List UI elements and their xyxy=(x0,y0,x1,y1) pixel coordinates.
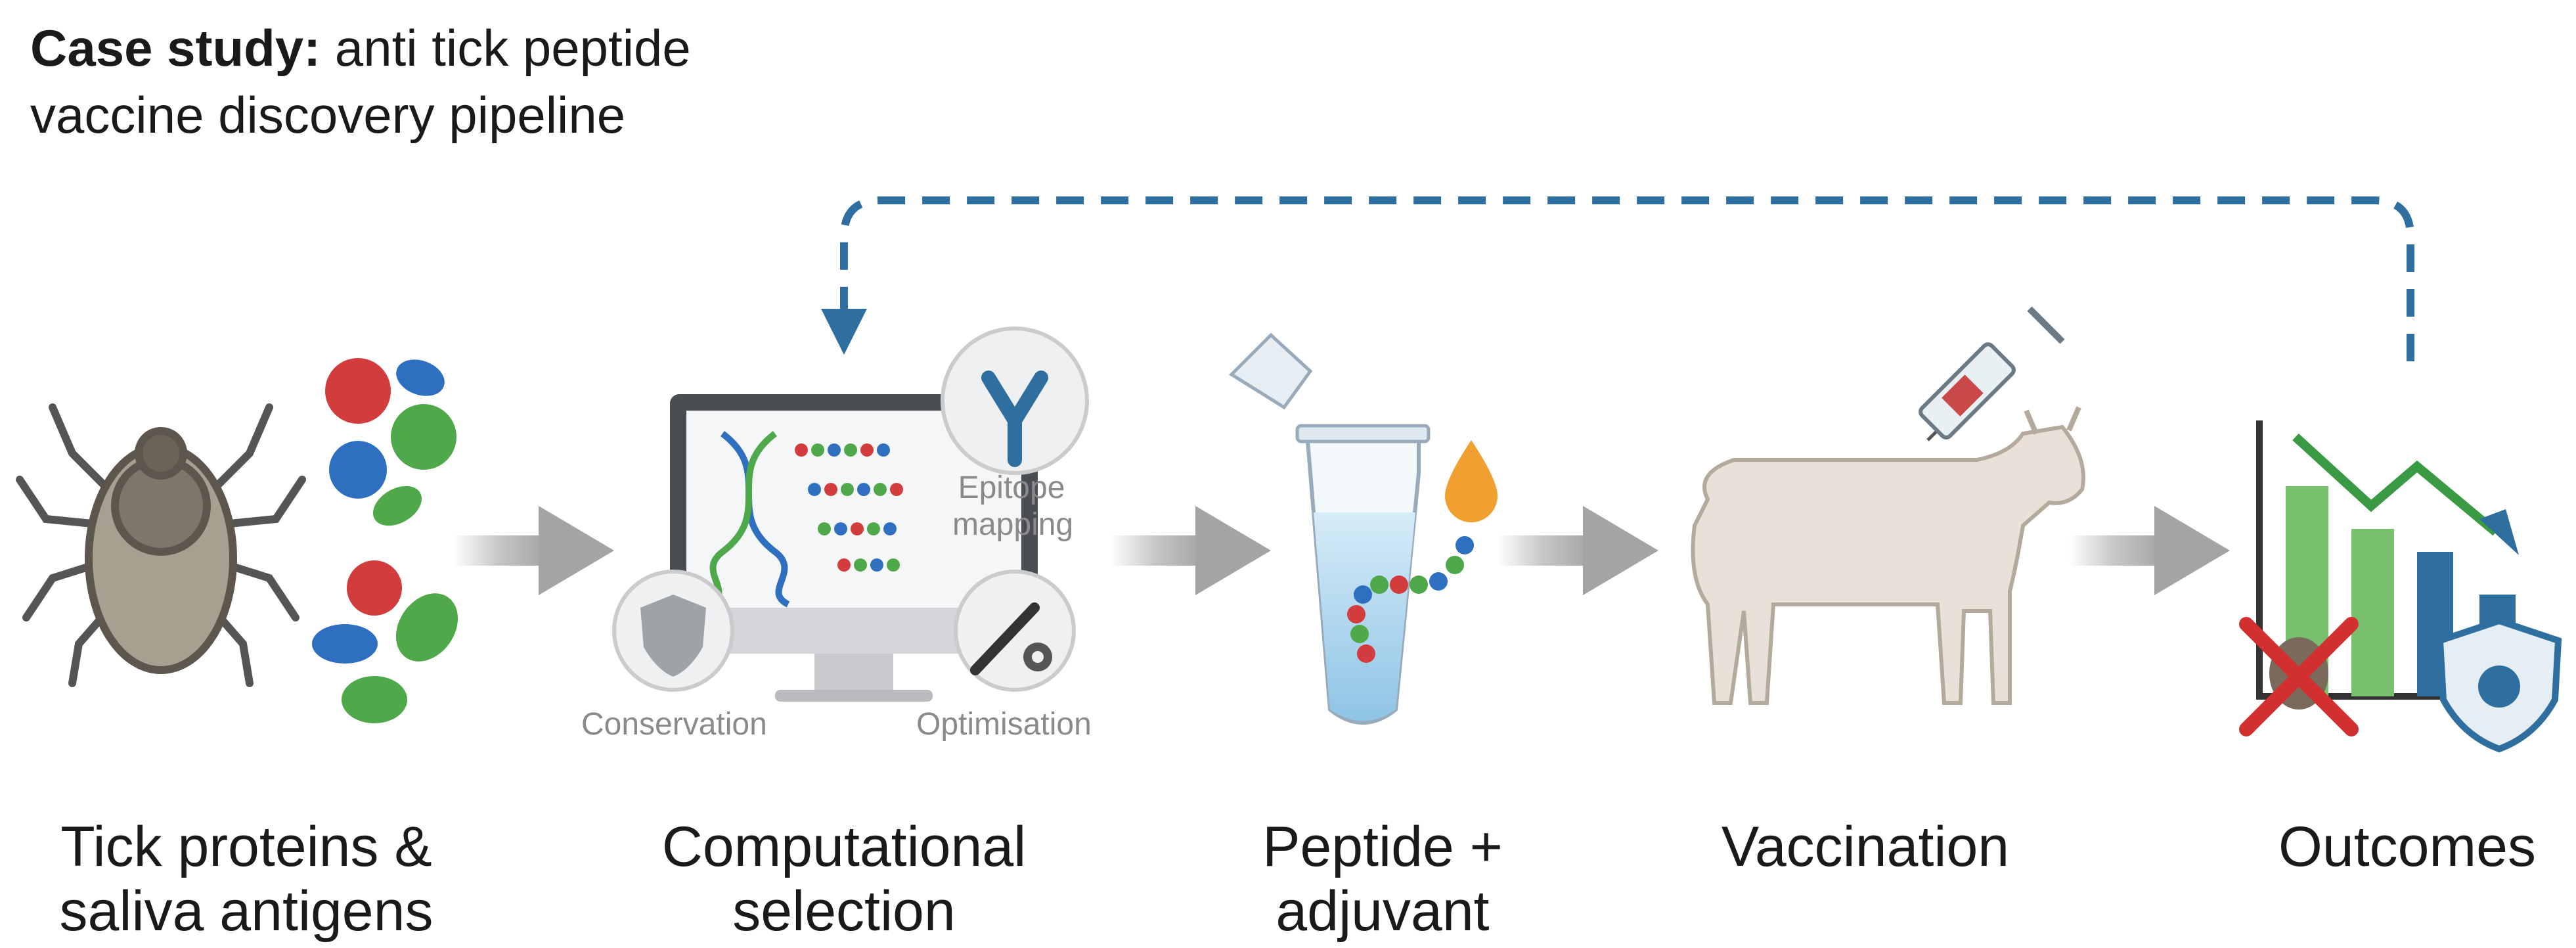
title-line1-rest: anti tick peptide xyxy=(321,19,691,77)
conservation-label: Conservation xyxy=(581,707,767,742)
flow-arrow-1 xyxy=(453,506,614,595)
stage-label-vaccination: Vaccination xyxy=(1629,815,2102,879)
stage-label-tick: Tick proteins & saliva antigens xyxy=(10,815,483,943)
stage-label-computational: Computational selection xyxy=(608,815,1080,943)
adjuvant-droplet-icon xyxy=(1445,440,1498,522)
antibody-icon xyxy=(941,327,1089,475)
stage-label-outcomes-line1: Outcomes xyxy=(2278,815,2536,878)
test-tube-icon xyxy=(1229,332,1431,725)
shield-conservation-icon xyxy=(612,570,734,692)
feedback-arrowhead-icon xyxy=(821,309,867,355)
stage-label-peptide-line2: adjuvant xyxy=(1276,880,1490,943)
title-bold: Case study: xyxy=(30,19,321,77)
stage-label-tick-line1: Tick proteins & xyxy=(60,815,432,878)
sequence-beads-icon xyxy=(795,443,903,572)
stage-label-vaccination-line1: Vaccination xyxy=(1721,815,2010,878)
epitope-mapping-label: Epitope mapping xyxy=(952,470,1074,543)
epitope-line1: Epitope xyxy=(958,470,1065,505)
stage-label-computational-line2: selection xyxy=(732,880,956,943)
stage-label-computational-line1: Computational xyxy=(661,815,1027,878)
epitope-line2: mapping xyxy=(952,507,1074,542)
stage-label-peptide: Peptide + adjuvant xyxy=(1146,815,1619,943)
syringe-icon xyxy=(1919,306,2065,441)
flow-arrow-2 xyxy=(1110,506,1271,595)
stage-label-outcomes: Outcomes xyxy=(2171,815,2576,879)
title-line2: vaccine discovery pipeline xyxy=(30,86,626,144)
dna-icon xyxy=(707,431,790,608)
optimisation-label: Optimisation xyxy=(916,707,1092,742)
stage-label-peptide-line1: Peptide + xyxy=(1262,815,1503,878)
crossed-tick-icon xyxy=(2239,617,2359,736)
peptide-chain-icon xyxy=(1347,536,1474,663)
stage-label-tick-line2: saliva antigens xyxy=(59,880,433,943)
tick-icon xyxy=(16,403,306,687)
flow-arrow-4 xyxy=(2069,506,2230,595)
cow-icon xyxy=(1691,406,2085,705)
flow-arrow-3 xyxy=(1498,506,1658,595)
diagram-title: Case study: anti tick peptide vaccine di… xyxy=(30,14,691,148)
wand-optimisation-icon xyxy=(954,570,1076,692)
shield-virus-icon xyxy=(2436,617,2562,753)
antigen-cluster-icon xyxy=(312,358,458,723)
feedback-arrow xyxy=(821,196,2414,361)
